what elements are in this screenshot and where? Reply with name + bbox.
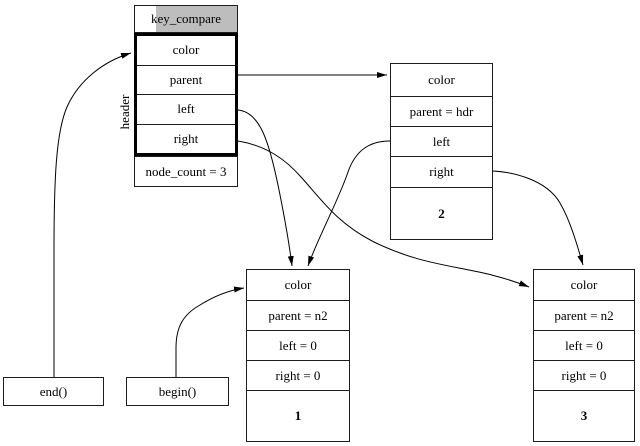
- end-label: end(): [39, 383, 68, 399]
- edge-begin-to-node1: [175, 286, 245, 377]
- node-2-number: 2: [438, 205, 445, 221]
- edge-header-left-to-node1: [237, 109, 294, 267]
- edge-node2-right-to-node3: [492, 170, 584, 266]
- header-right-label: right: [173, 130, 199, 146]
- node-3-parent-row: parent = n2: [534, 300, 634, 330]
- node-1-number: 1: [294, 408, 302, 423]
- node-3-number-row: 3: [534, 390, 634, 441]
- header-color-label: color: [172, 42, 200, 58]
- node-1-parent-label: parent = n2: [268, 307, 328, 323]
- header-node: color parent left right: [134, 33, 238, 156]
- header-rotated-label: header: [117, 94, 132, 130]
- node-2-left-label: left: [432, 133, 451, 149]
- header-parent-label: parent: [169, 71, 203, 87]
- node-1-number-row: 1: [247, 390, 349, 441]
- end-iterator-box: end(): [3, 377, 104, 406]
- node-2-color-row: color: [391, 64, 492, 96]
- key-compare-white-strip: [135, 6, 156, 32]
- node-count-label: node_count = 3: [145, 163, 227, 179]
- node-3-color-row: color: [534, 270, 634, 300]
- node-1-left-row: left = 0: [247, 330, 349, 360]
- header-left-row: left: [137, 94, 235, 124]
- node-3-number: 3: [580, 408, 588, 423]
- node-2-right-row: right: [391, 156, 492, 187]
- edge-node2-left-to-node1: [307, 140, 391, 267]
- node-2-parent-label: parent = hdr: [409, 103, 474, 119]
- node-1: color parent = n2 left = 0 right = 0 1: [246, 269, 350, 442]
- header-left-label: left: [177, 101, 195, 117]
- node-1-parent-row: parent = n2: [247, 300, 349, 330]
- node-3-right-row: right = 0: [534, 360, 634, 390]
- node-3-right-label: right = 0: [561, 367, 607, 383]
- key-compare-cell: key_compare: [134, 5, 238, 33]
- node-2-parent-row: parent = hdr: [391, 96, 492, 126]
- node-2: color parent = hdr left right 2: [390, 63, 493, 240]
- header-parent-row: parent: [137, 64, 235, 95]
- node-1-right-label: right = 0: [275, 367, 321, 383]
- node-count-cell: node_count = 3: [134, 156, 238, 187]
- node-1-color-row: color: [247, 270, 349, 300]
- begin-iterator-box: begin(): [126, 377, 229, 406]
- header-color-row: color: [137, 36, 235, 65]
- node-2-number-row: 2: [391, 187, 492, 239]
- node-3-parent-label: parent = n2: [554, 307, 614, 323]
- node-1-color-label: color: [284, 277, 312, 292]
- node-3-color-label: color: [570, 277, 598, 292]
- node-3: color parent = n2 left = 0 right = 0 3: [533, 269, 635, 442]
- node-1-left-label: left = 0: [279, 337, 317, 353]
- begin-label: begin(): [158, 383, 197, 399]
- node-3-left-label: left = 0: [565, 337, 603, 353]
- node-3-left-row: left = 0: [534, 330, 634, 360]
- header-right-row: right: [137, 123, 235, 154]
- node-2-color-label: color: [428, 72, 455, 87]
- key-compare-label: key_compare: [150, 11, 222, 26]
- node-1-right-row: right = 0: [247, 360, 349, 390]
- node-2-left-row: left: [391, 126, 492, 156]
- node-2-right-label: right: [429, 164, 454, 179]
